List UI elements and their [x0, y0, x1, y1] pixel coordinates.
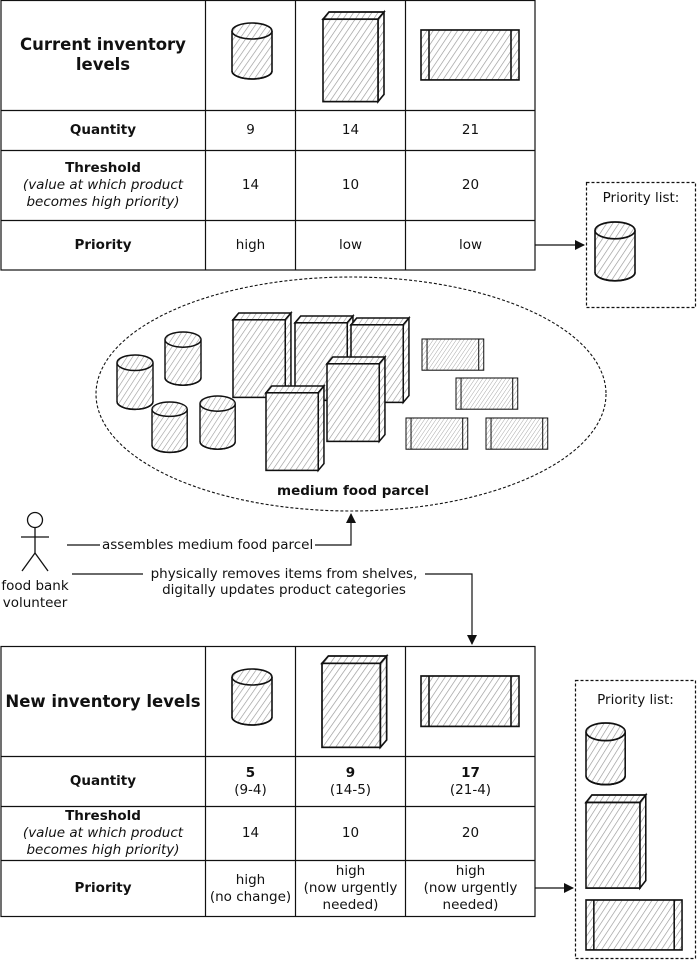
table1-title: Current inventory levels	[20, 35, 186, 74]
table2-row-threshold-label: Threshold (value at which product become…	[1, 807, 205, 860]
threshold-note: (value at which product becomes high pri…	[22, 177, 184, 210]
table2-quantity-box: 9 (14-5)	[296, 757, 405, 806]
actor-label-line2: volunteer	[2, 595, 68, 611]
threshold-note: (value at which product becomes high pri…	[22, 825, 184, 858]
can-icon	[151, 401, 188, 454]
priority-value: high	[235, 871, 266, 888]
table2-title: New inventory levels	[5, 691, 201, 711]
table1-row-priority-label: Priority	[74, 237, 132, 253]
table1-priority-can: high	[235, 237, 266, 253]
table1-quantity-can: 9	[246, 122, 255, 138]
table1-grid	[0, 0, 536, 271]
box-icon	[322, 11, 385, 103]
threshold-label: Threshold	[65, 808, 141, 824]
package-icon	[421, 338, 485, 371]
parcel-label: medium food parcel	[277, 483, 429, 499]
volunteer-actor-icon	[21, 511, 49, 572]
quantity-note: (14-5)	[329, 781, 372, 798]
table2-priority-can: high (no change)	[206, 861, 295, 916]
priority-list-1-title: Priority list:	[602, 190, 680, 206]
table2-row-quantity-label: Quantity	[69, 773, 137, 789]
can-icon	[594, 221, 636, 282]
edge-label-removes-line2: digitally updates product categories	[162, 582, 406, 598]
table2-threshold-package: 20	[461, 825, 480, 841]
table2-threshold-box: 10	[341, 825, 360, 841]
edge-label-assembles: assembles medium food parcel	[100, 537, 316, 553]
package-icon	[585, 899, 683, 951]
package-icon	[455, 377, 519, 410]
table1-row-quantity-label: Quantity	[69, 122, 137, 138]
box-icon	[585, 794, 647, 889]
package-icon	[405, 417, 469, 450]
package-icon	[420, 675, 520, 728]
table2-priority-package: high (now urgently needed)	[406, 861, 535, 916]
box-icon	[321, 655, 388, 749]
edge-label-removes-line1: physically removes items from shelves,	[150, 566, 418, 582]
table2-priority-box: high (now urgently needed)	[296, 861, 405, 916]
table1-priority-box: low	[338, 237, 363, 253]
can-icon	[231, 22, 273, 80]
box-icon	[326, 356, 386, 443]
table1-threshold-can: 14	[241, 177, 260, 193]
priority-list-2-title: Priority list:	[597, 692, 674, 708]
actor-label-line1: food bank	[1, 578, 69, 594]
priority-value: high	[455, 863, 486, 879]
box-icon	[265, 385, 325, 472]
priority-value: high	[335, 863, 366, 879]
quantity-value: 17	[461, 764, 480, 781]
table1-threshold-package: 20	[461, 177, 480, 193]
package-icon	[485, 417, 549, 450]
food-parcel-ellipse	[95, 276, 607, 512]
table2-quantity-package: 17 (21-4)	[406, 757, 535, 806]
priority-note: (now urgently needed)	[303, 880, 398, 913]
edge-label-removes: physically removes items from shelves, d…	[143, 566, 425, 598]
priority-note: (no change)	[209, 888, 292, 905]
priority-list-1-box	[585, 181, 697, 309]
table1-priority-package: low	[458, 237, 483, 253]
can-icon	[164, 331, 202, 386]
table2-threshold-can: 14	[241, 825, 260, 841]
table1-quantity-box: 14	[341, 122, 360, 138]
priority-note: (now urgently needed)	[423, 880, 518, 913]
parcel-contents	[116, 312, 549, 472]
can-icon	[199, 395, 236, 450]
table2-quantity-can: 5 (9-4)	[206, 757, 295, 806]
actor-label: food bank volunteer	[0, 578, 75, 612]
table1-row-threshold-label: Threshold (value at which product become…	[1, 151, 205, 220]
table2-grid	[0, 645, 536, 918]
package-icon	[420, 29, 520, 81]
table1-quantity-package: 21	[461, 122, 480, 138]
can-icon	[231, 668, 273, 726]
threshold-label: Threshold	[65, 160, 141, 176]
quantity-note: (21-4)	[449, 781, 492, 798]
can-icon	[116, 354, 154, 411]
quantity-value: 9	[345, 764, 356, 781]
can-icon	[585, 722, 627, 786]
priority-list-2-box	[574, 679, 697, 960]
table1-threshold-box: 10	[341, 177, 360, 193]
quantity-value: 5	[245, 764, 256, 781]
box-icon	[232, 312, 292, 399]
table2-row-priority-label: Priority	[74, 880, 132, 896]
quantity-note: (9-4)	[234, 781, 267, 798]
